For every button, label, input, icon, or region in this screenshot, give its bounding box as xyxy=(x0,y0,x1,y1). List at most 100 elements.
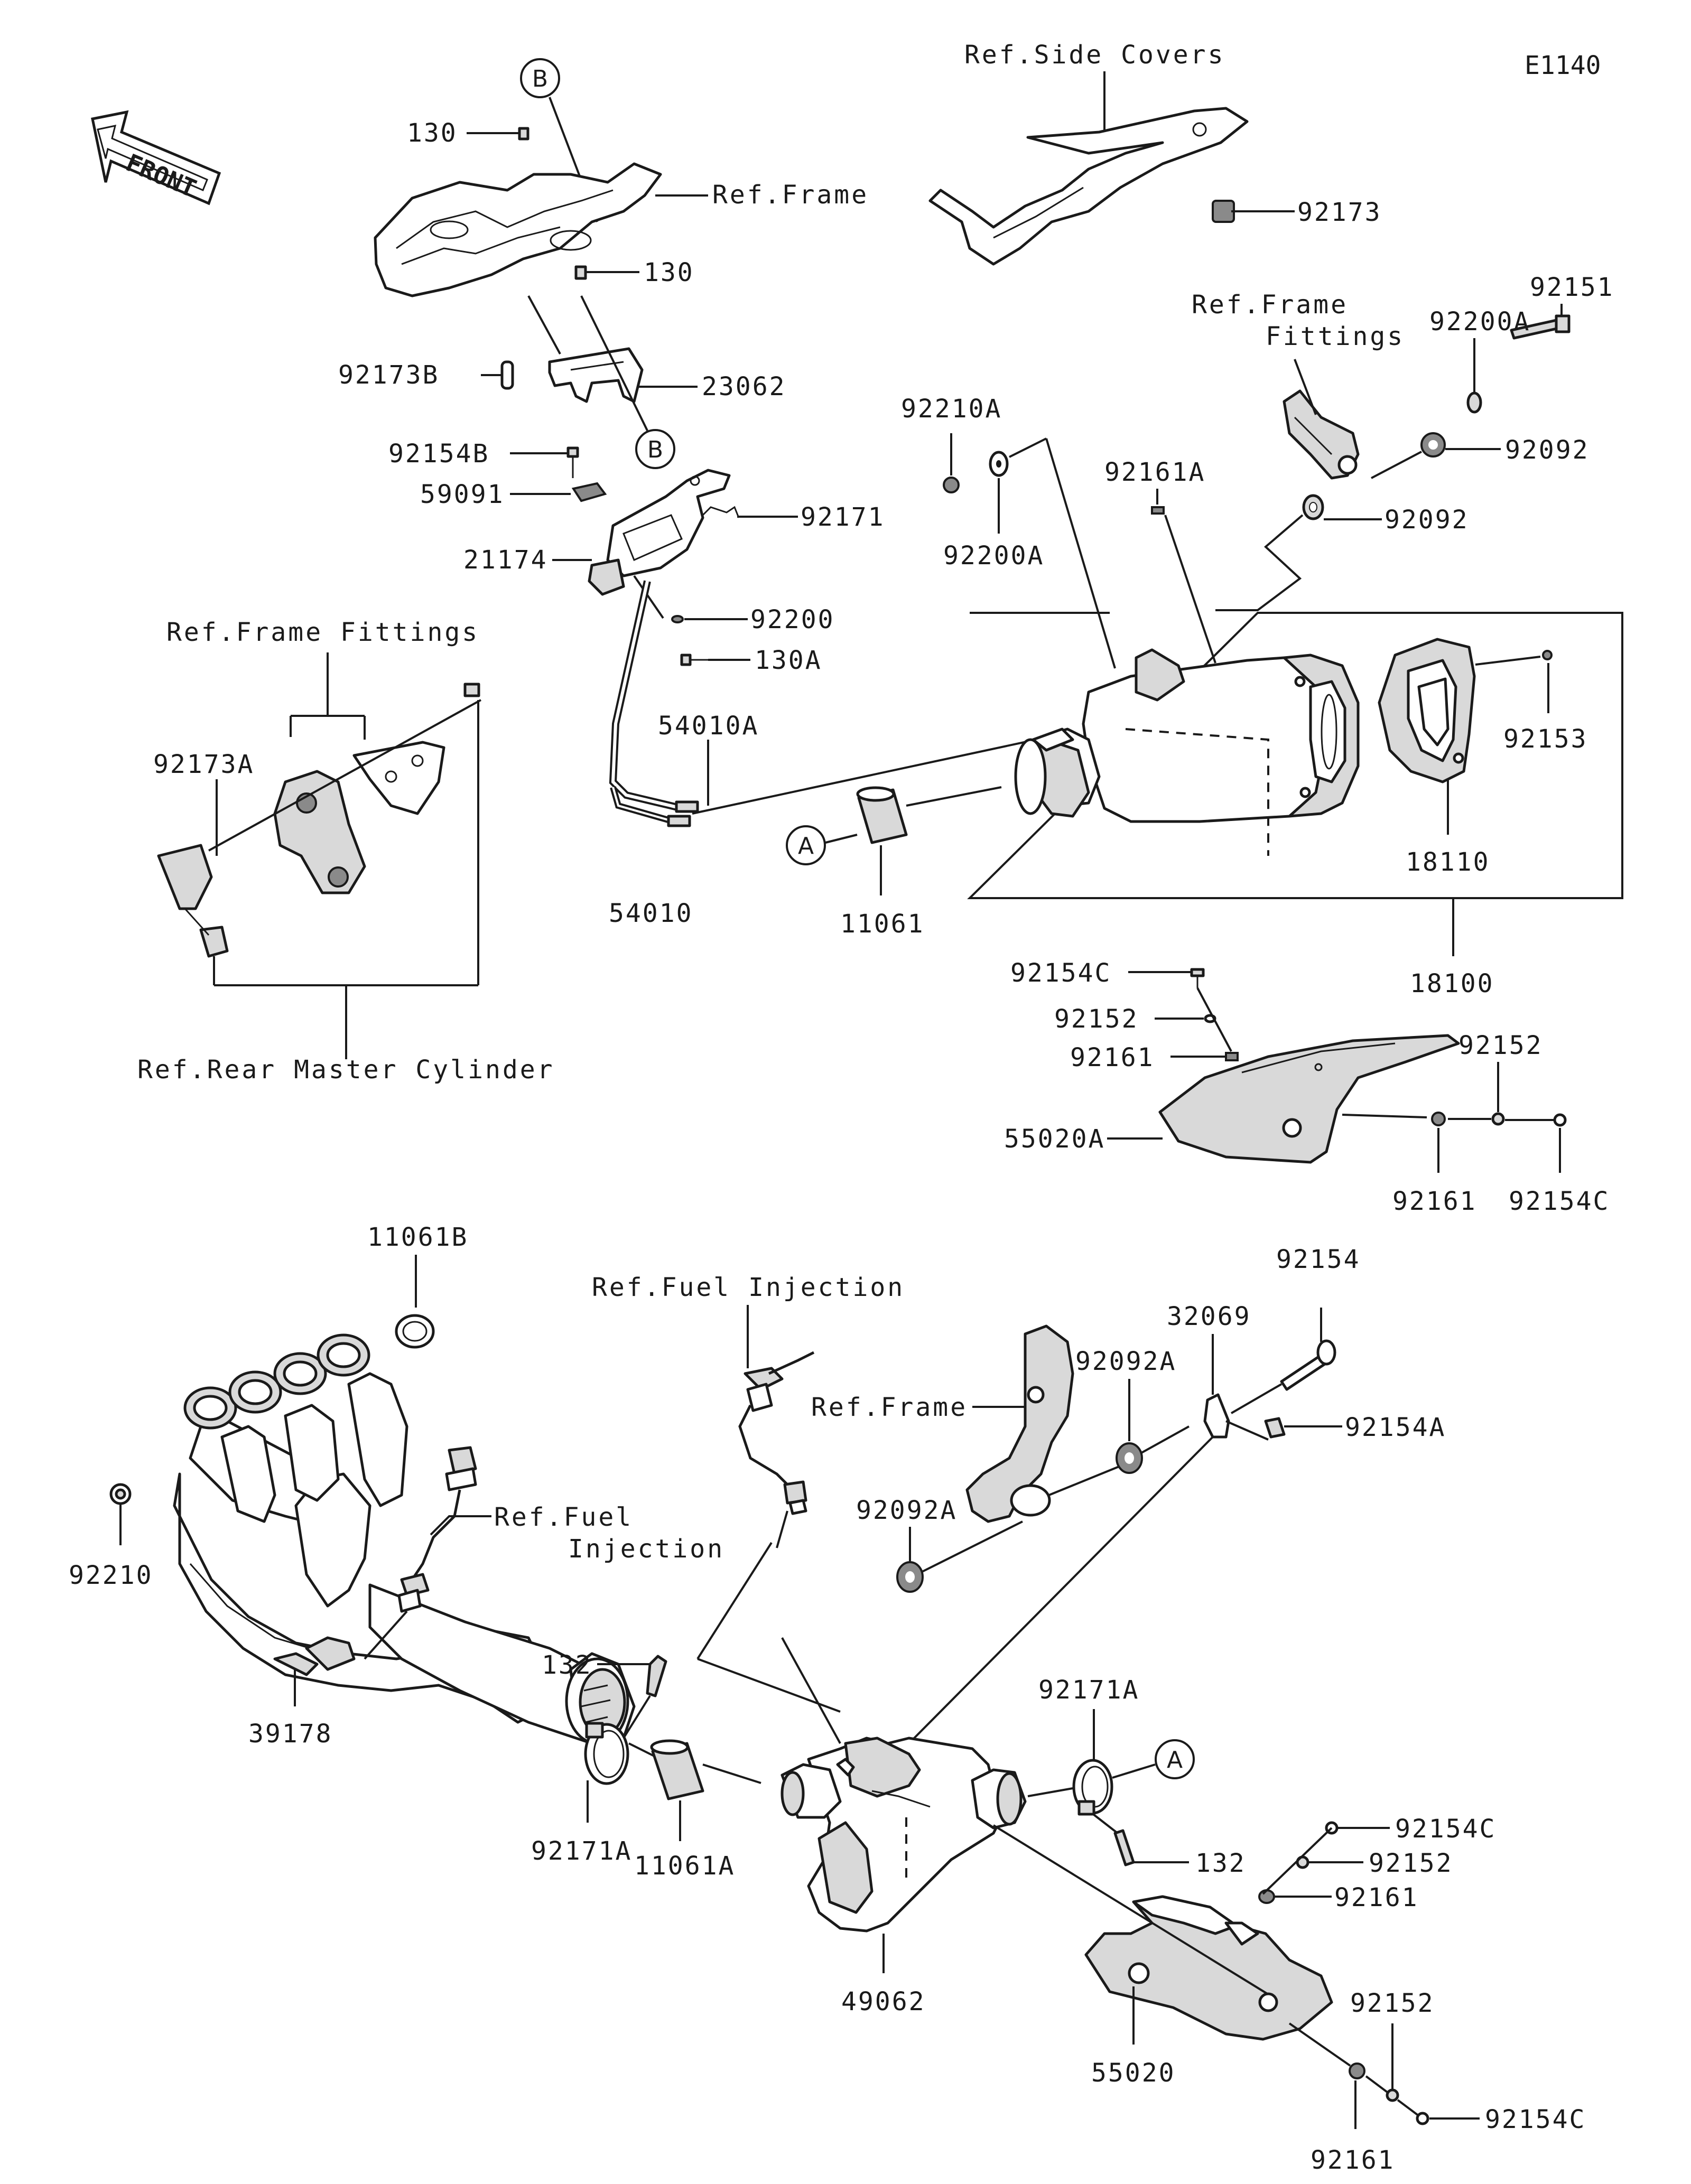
bolt-130-mid xyxy=(574,265,587,280)
callout-b-lower: B xyxy=(580,295,675,469)
part-54010-label: 54010 xyxy=(609,899,693,928)
part-92154-label: 92154 xyxy=(1276,1245,1361,1274)
spacer-92161A xyxy=(1151,506,1165,515)
ref-side-covers: Ref.Side Covers xyxy=(964,40,1225,70)
ref-rear-master-cylinder: Ref.Rear Master Cylinder xyxy=(137,1055,555,1085)
spacer-92161-bottom xyxy=(1258,1889,1275,1904)
screw-92154B xyxy=(566,446,579,478)
part-92171-label: 92171 xyxy=(801,502,885,532)
ref-fuel-injection-left-2: Injection xyxy=(568,1534,724,1564)
bolt-92154 xyxy=(1280,1339,1336,1391)
part-92154B-label: 92154B xyxy=(388,439,489,469)
svg-text:A: A xyxy=(1167,1747,1183,1774)
washer-92200A-mid xyxy=(989,451,1009,477)
part-92173B-label: 92173B xyxy=(338,360,439,390)
part-92173-top-label: 92173 xyxy=(1297,198,1382,227)
part-92154C-bottom-label: 92154C xyxy=(1395,1814,1496,1844)
ref-frame-fittings-left: Ref.Frame Fittings xyxy=(166,618,479,647)
bolt-92151 xyxy=(1510,314,1571,340)
washer-92152-bottom-right xyxy=(1386,2088,1399,2102)
actuator-21174 xyxy=(588,469,731,596)
part-92152-bottom-right-label: 92152 xyxy=(1350,1989,1435,2018)
screw-92154C-bottom-right xyxy=(1416,2112,1429,2125)
bolt-left-frame xyxy=(463,683,480,697)
part-132-right-label: 132 xyxy=(1195,1849,1246,1878)
bolt-130A xyxy=(680,654,708,666)
part-92161-bottom-label: 92161 xyxy=(1334,1883,1419,1912)
heat-guard-55020 xyxy=(1084,1895,1333,2041)
part-92152-top-left-label: 92152 xyxy=(1054,1004,1139,1034)
front-direction-arrow: FRONT xyxy=(91,110,221,206)
part-92171A-right-label: 92171A xyxy=(1038,1675,1139,1705)
part-92153-label: 92153 xyxy=(1503,724,1588,754)
part-32069-label: 32069 xyxy=(1167,1302,1251,1331)
oxygen-sensor-left xyxy=(397,1446,477,1613)
part-54010A-label: 54010A xyxy=(658,711,759,741)
cable-54010 xyxy=(609,580,699,827)
svg-text:B: B xyxy=(532,66,548,92)
part-59091-label: 59091 xyxy=(420,480,505,509)
part-23062-label: 23062 xyxy=(702,372,786,402)
part-49062-label: 49062 xyxy=(841,1987,926,2017)
part-92161A-label: 92161A xyxy=(1104,458,1205,487)
nut-92210 xyxy=(109,1483,132,1505)
svg-text:B: B xyxy=(647,436,663,463)
nut-92092A-lower xyxy=(896,1561,924,1593)
part-92161-top-left-label: 92161 xyxy=(1070,1043,1155,1072)
part-92173A-label: 92173A xyxy=(153,750,254,779)
part-92092A-upper-label: 92092A xyxy=(1075,1347,1176,1376)
side-cover-bracket xyxy=(928,107,1249,266)
bolt-92173 xyxy=(1212,200,1235,223)
part-11061A-label: 11061A xyxy=(634,1851,735,1881)
part-92171A-left-label: 92171A xyxy=(531,1836,632,1866)
part-92161-bottom-right-label: 92161 xyxy=(1311,2145,1395,2175)
diagram-code: E1140 xyxy=(1525,51,1601,80)
part-21174-label: 21174 xyxy=(463,545,548,575)
ref-frame-bottom: Ref.Frame xyxy=(811,1393,968,1422)
frame-bracket-bottom xyxy=(965,1324,1074,1523)
nut-92210A xyxy=(943,477,960,493)
nut-92092A-upper xyxy=(1116,1442,1143,1474)
clip-92171 xyxy=(702,506,740,518)
part-18110-label: 18110 xyxy=(1406,847,1490,877)
part-92210-label: 92210 xyxy=(69,1561,153,1590)
clip-92173B xyxy=(500,360,514,390)
part-130-top-label: 130 xyxy=(407,118,458,148)
bracket-32069 xyxy=(1203,1393,1230,1439)
header-pipe-39178 xyxy=(173,1333,636,1750)
part-92092-lower-label: 92092 xyxy=(1385,505,1469,535)
part-55020A-label: 55020A xyxy=(1004,1124,1105,1154)
clamp-92171A-right xyxy=(1072,1759,1113,1816)
bolt-132-left xyxy=(646,1655,667,1697)
part-18100-label: 18100 xyxy=(1410,969,1494,998)
silencer-49062 xyxy=(781,1737,1027,1933)
washer-92092-lower xyxy=(1302,494,1324,520)
part-92152-top-right-label: 92152 xyxy=(1458,1031,1543,1060)
screw-92154C-top xyxy=(1190,968,1205,988)
part-92200A-mid-label: 92200A xyxy=(943,541,1044,571)
part-92200A-top-label: 92200A xyxy=(1429,307,1530,337)
bolt-132-right xyxy=(1113,1829,1135,1866)
muffler-body xyxy=(1014,648,1360,856)
part-92210A-label: 92210A xyxy=(901,394,1002,424)
grommet-59091 xyxy=(571,482,607,502)
part-132-left-label: 132 xyxy=(542,1650,592,1680)
part-92200-label: 92200 xyxy=(750,605,835,634)
screw-92154C-top-right xyxy=(1553,1113,1567,1127)
part-55020-label: 55020 xyxy=(1091,2058,1176,2088)
frame-bracket-shape xyxy=(374,162,662,297)
svg-text:A: A xyxy=(798,833,814,860)
nut-92092-upper xyxy=(1420,432,1446,458)
muffler-end-cover-18110 xyxy=(1378,638,1476,783)
washer-92200 xyxy=(671,615,684,623)
spacer-92161-top-right xyxy=(1431,1112,1446,1126)
frame-fitting-right xyxy=(1283,389,1360,480)
part-92092A-lower-label: 92092A xyxy=(856,1496,957,1525)
gasket-11061B xyxy=(395,1314,435,1349)
part-92154C-bottom-right-label: 92154C xyxy=(1485,2105,1586,2134)
screw-92153 xyxy=(1542,650,1553,660)
ref-frame-fittings-right-1: Ref.Frame xyxy=(1192,290,1348,320)
oxygen-sensor-right xyxy=(738,1351,815,1515)
washer-92200A-top xyxy=(1466,391,1482,414)
